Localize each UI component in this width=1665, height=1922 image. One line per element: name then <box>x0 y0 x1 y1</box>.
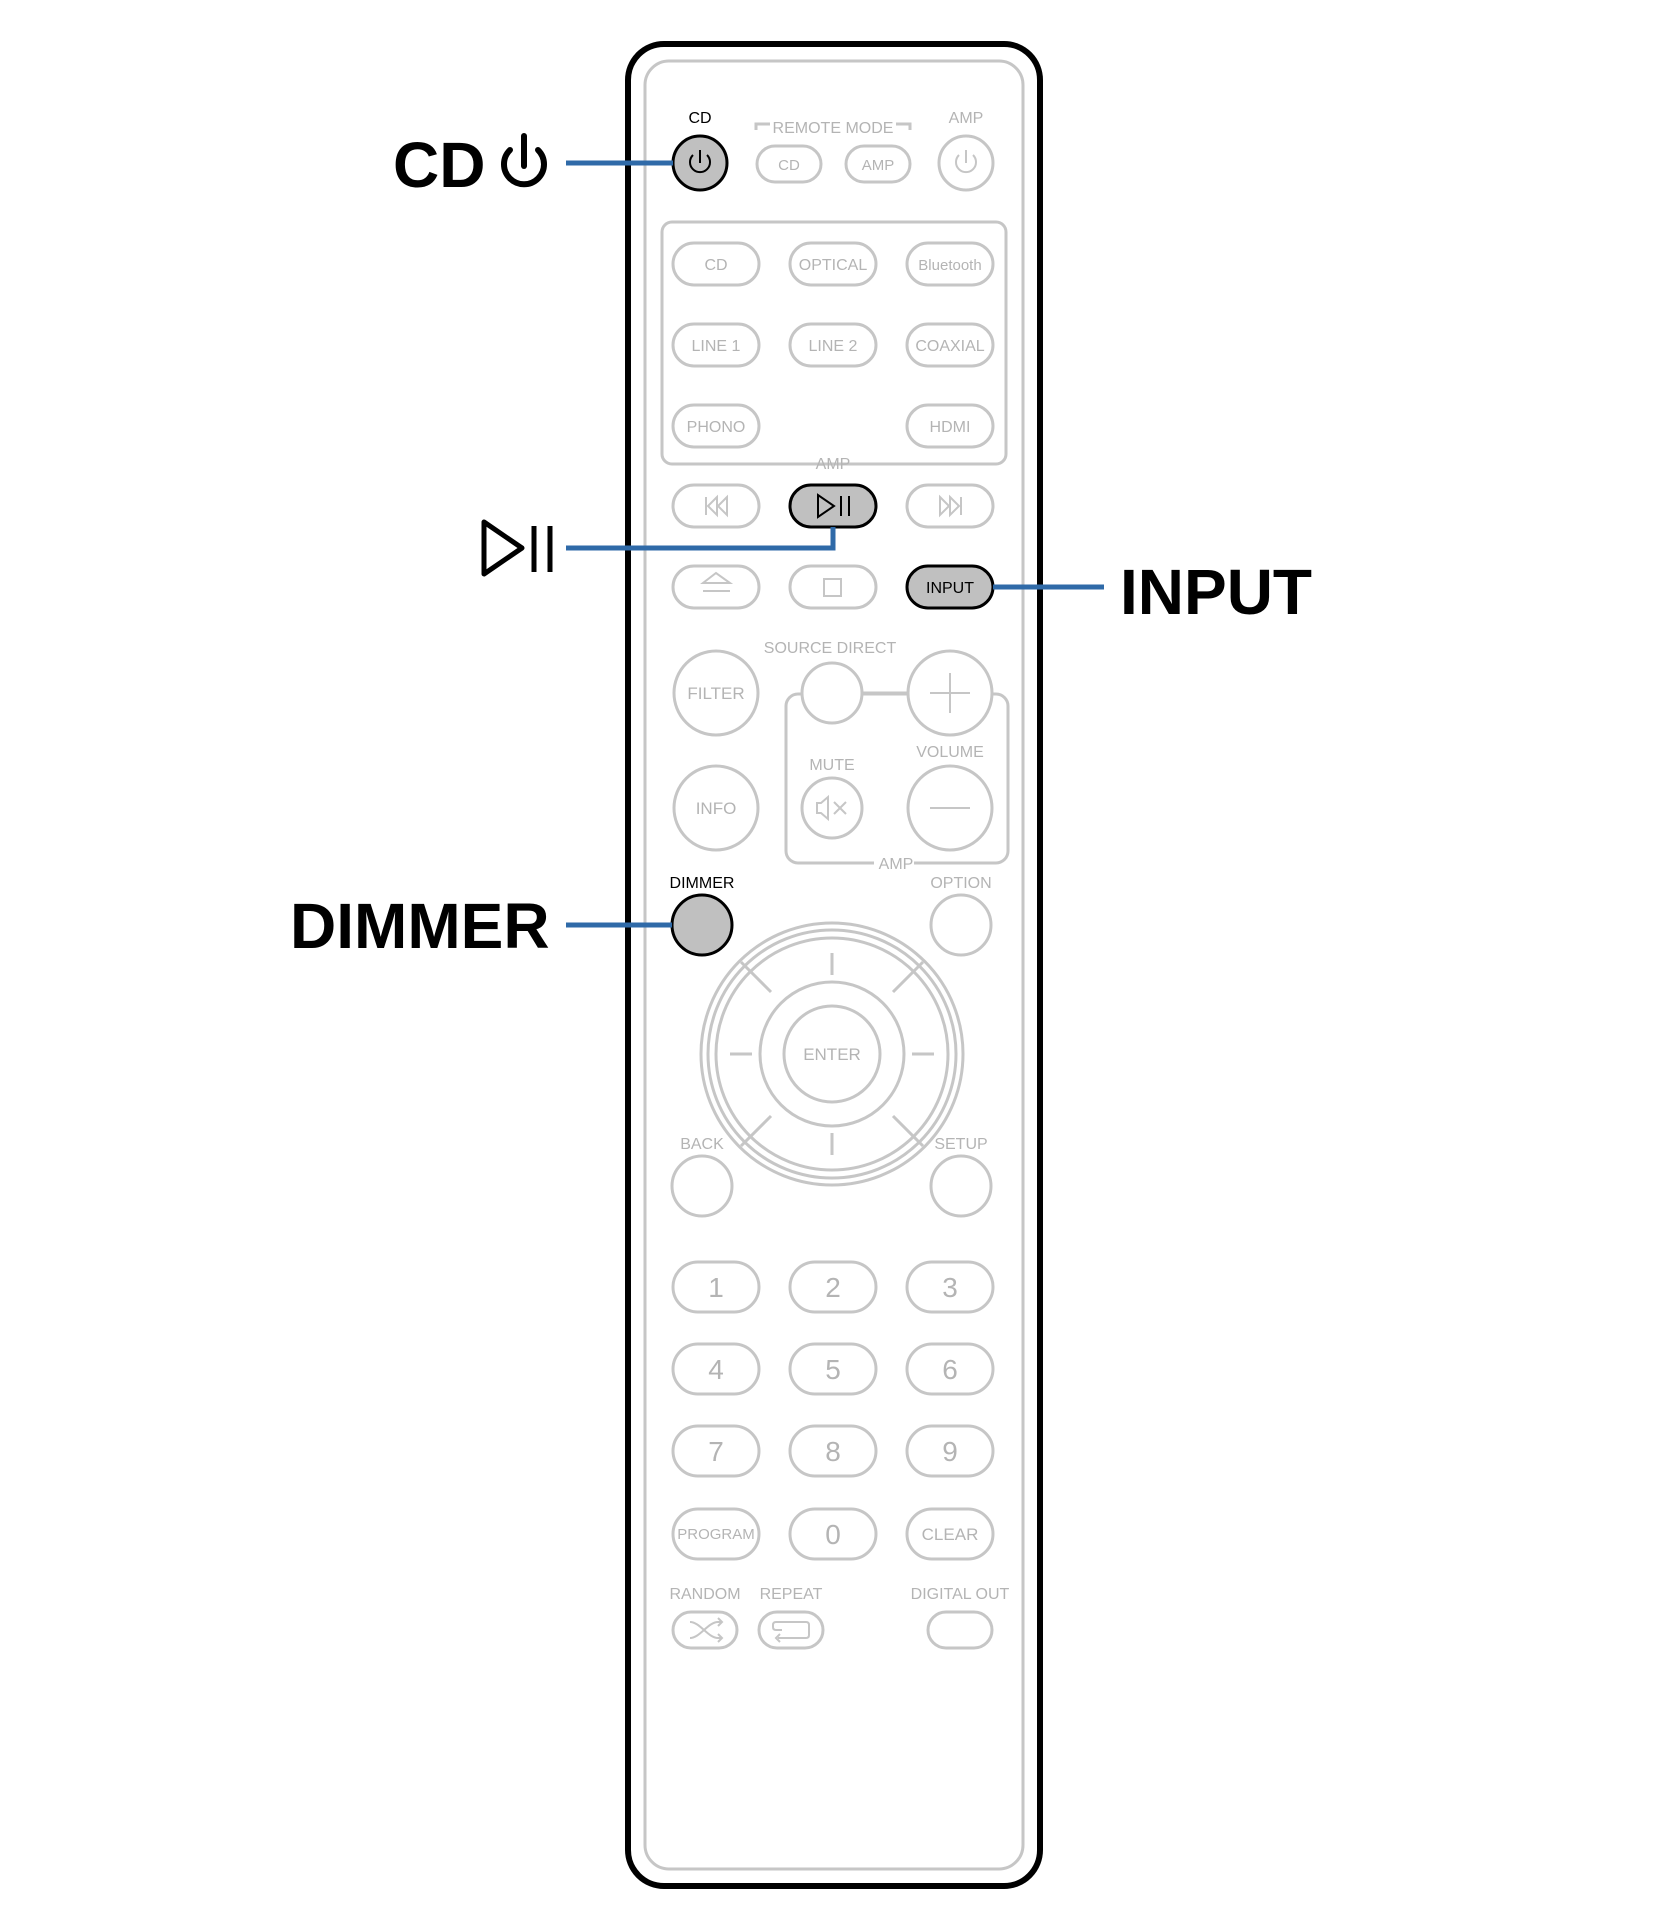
back-button[interactable] <box>670 1154 734 1218</box>
number-2-button[interactable] <box>788 1260 878 1314</box>
remote-mode-label: REMOTE MODE <box>773 120 894 137</box>
option-label: OPTION <box>930 875 991 892</box>
amp-power-icon <box>955 150 977 174</box>
input-button-text: INPUT <box>926 580 974 597</box>
volume-label: VOLUME <box>916 744 984 761</box>
next-track-icon <box>939 494 962 518</box>
number-5-button[interactable] <box>788 1342 878 1396</box>
callout-input: INPUT <box>1120 560 1312 624</box>
setup-label: SETUP <box>934 1136 987 1153</box>
enter-button[interactable] <box>782 1004 882 1104</box>
program-text: PROGRAM <box>677 1526 755 1543</box>
dimmer-label: DIMMER <box>670 875 735 892</box>
source-group-frame <box>660 220 1008 466</box>
number-8-text: 8 <box>825 1436 841 1467</box>
info-text: INFO <box>696 799 737 818</box>
number-1-button[interactable] <box>671 1260 761 1314</box>
source-phono-text: PHONO <box>687 419 746 436</box>
play-pause-icon <box>817 493 850 519</box>
enter-text: ENTER <box>803 1045 861 1064</box>
number-8-button[interactable] <box>788 1424 878 1478</box>
program-button[interactable] <box>671 1507 761 1561</box>
number-0-button[interactable] <box>788 1507 878 1561</box>
cd-power-button-icon <box>689 150 711 174</box>
setup-button[interactable] <box>929 1154 993 1218</box>
callout-power-icon <box>501 133 547 188</box>
number-6-text: 6 <box>942 1354 958 1385</box>
source-cd-text: CD <box>704 257 727 274</box>
clear-text: CLEAR <box>922 1525 979 1544</box>
number-3-text: 3 <box>942 1272 958 1303</box>
repeat-icon <box>772 1621 810 1643</box>
amp-section-label: AMP <box>816 456 851 473</box>
info-button[interactable] <box>672 764 760 852</box>
digital-out-label: DIGITAL OUT <box>911 1586 1010 1603</box>
number-7-button[interactable] <box>671 1424 761 1478</box>
number-2-text: 2 <box>825 1272 841 1303</box>
digital-out-button[interactable] <box>926 1610 994 1650</box>
source-bluetooth-text: Bluetooth <box>918 257 981 274</box>
remote-mode-cd-button[interactable] <box>755 144 823 184</box>
source-direct-label: SOURCE DIRECT <box>764 640 897 657</box>
callout-input-label: INPUT <box>1120 556 1312 628</box>
mute-label: MUTE <box>809 757 854 774</box>
callout-cd-power: CD <box>393 133 485 197</box>
source-line-2-button[interactable] <box>788 322 878 368</box>
stop-icon <box>823 578 842 597</box>
dimmer-button[interactable] <box>670 893 734 957</box>
filter-text: FILTER <box>687 684 744 703</box>
number-9-text: 9 <box>942 1436 958 1467</box>
volume-up-icon <box>930 673 970 713</box>
number-1-text: 1 <box>708 1272 724 1303</box>
stop-button[interactable] <box>788 564 878 610</box>
number-9-button[interactable] <box>905 1424 995 1478</box>
option-button[interactable] <box>929 893 993 957</box>
remote-mode-cd-text: CD <box>778 157 800 174</box>
source-hdmi-button[interactable] <box>905 403 995 449</box>
source-bluetooth-button[interactable] <box>905 241 995 287</box>
number-4-button[interactable] <box>671 1342 761 1396</box>
source-direct-button[interactable] <box>800 661 864 725</box>
mute-button[interactable] <box>800 776 864 840</box>
source-phono-button[interactable] <box>671 403 761 449</box>
filter-button[interactable] <box>672 649 760 737</box>
cd-label: CD <box>688 110 711 127</box>
repeat-label: REPEAT <box>760 1586 823 1603</box>
callout-play-pause-icon <box>481 519 553 577</box>
callout-cd-label: CD <box>393 129 486 201</box>
number-6-button[interactable] <box>905 1342 995 1396</box>
mute-icon <box>816 794 847 822</box>
number-5-text: 5 <box>825 1354 841 1385</box>
leader-line-play-pause <box>566 527 836 551</box>
clear-button[interactable] <box>905 1507 995 1561</box>
number-7-text: 7 <box>708 1436 724 1467</box>
callout-dimmer-label: DIMMER <box>290 890 550 962</box>
source-line-1-button[interactable] <box>671 322 761 368</box>
amp-volume-label: AMP <box>879 856 914 873</box>
source-optical-button[interactable] <box>788 241 878 287</box>
source-cd-button[interactable] <box>671 241 761 287</box>
eject-button[interactable] <box>671 564 761 610</box>
source-optical-text: OPTICAL <box>799 257 868 274</box>
number-4-text: 4 <box>708 1354 724 1385</box>
source-line-2-text: LINE 2 <box>809 338 858 355</box>
remote-mode-amp-button[interactable] <box>844 144 912 184</box>
callout-dimmer: DIMMER <box>290 894 550 958</box>
number-0-text: 0 <box>825 1519 841 1550</box>
remote-mode-amp-text: AMP <box>862 157 895 174</box>
repeat-button[interactable] <box>757 1610 825 1650</box>
source-coaxial-text: COAXIAL <box>915 338 984 355</box>
number-3-button[interactable] <box>905 1260 995 1314</box>
source-hdmi-text: HDMI <box>930 419 971 436</box>
source-line-1-text: LINE 1 <box>692 338 741 355</box>
source-coaxial-button[interactable] <box>905 322 995 368</box>
random-icon <box>689 1617 724 1643</box>
back-label: BACK <box>680 1136 724 1153</box>
random-label: RANDOM <box>669 1586 740 1603</box>
navigation-pad <box>699 921 965 1187</box>
amp-label: AMP <box>949 110 984 127</box>
eject-icon <box>700 571 734 592</box>
prev-track-icon <box>705 494 728 518</box>
